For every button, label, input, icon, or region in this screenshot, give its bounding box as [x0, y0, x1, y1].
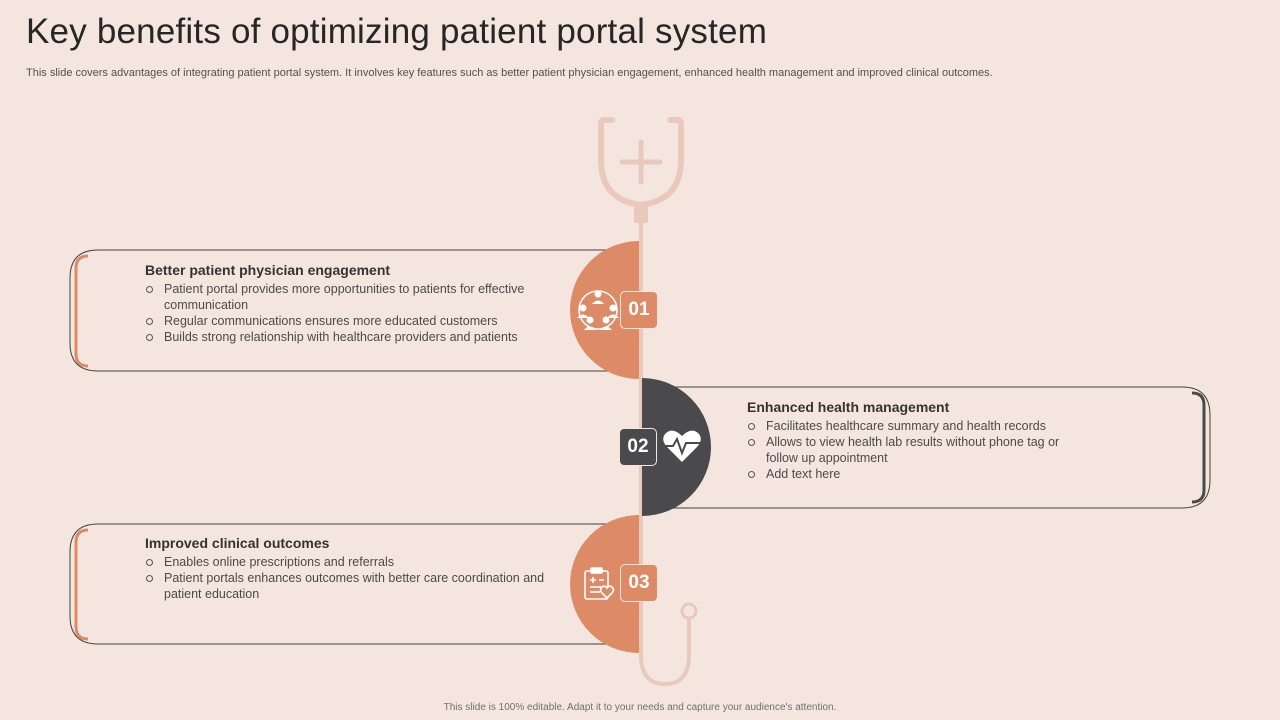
- heart-pulse-icon: [663, 430, 701, 462]
- slide-subtitle: This slide covers advantages of integrat…: [26, 67, 993, 79]
- benefit-3-title: Improved clinical outcomes: [145, 535, 330, 551]
- benefit-3-point-2: Patient portals enhances outcomes with b…: [145, 570, 565, 602]
- slide-title: Key benefits of optimizing patient porta…: [26, 12, 768, 51]
- card-2-outline: [667, 386, 1211, 509]
- half-circle-3: [570, 515, 639, 653]
- benefit-1-points: Patient portal provides more opportuniti…: [145, 281, 565, 345]
- benefit-3-point-1: Enables online prescriptions and referra…: [145, 554, 565, 570]
- benefit-2-point-3: Add text here: [747, 466, 1077, 482]
- benefit-1-number-badge: 01: [620, 291, 658, 329]
- benefit-card-2: Enhanced health management Facilitates h…: [747, 399, 1077, 482]
- benefit-2-points: Facilitates healthcare summary and healt…: [747, 418, 1077, 482]
- card-2-bracket: [1191, 391, 1206, 504]
- card-1-outline: [69, 249, 615, 372]
- benefit-1-point-2: Regular communications ensures more educ…: [145, 313, 565, 329]
- card-3-bracket: [74, 528, 89, 641]
- benefit-2-number-badge: 02: [619, 428, 657, 466]
- benefit-card-3: Improved clinical outcomes Enables onlin…: [145, 535, 565, 602]
- stethoscope-stem: [634, 203, 648, 223]
- benefit-3-number-badge: 03: [620, 564, 658, 602]
- stethoscope-tube-curve: [639, 617, 691, 687]
- half-circle-1: [570, 241, 639, 379]
- benefit-3-points: Enables online prescriptions and referra…: [145, 554, 565, 602]
- benefit-2-point-1: Facilitates healthcare summary and healt…: [747, 418, 1077, 434]
- clipboard-health-icon: [584, 567, 615, 600]
- people-network-icon: [577, 290, 619, 330]
- stethoscope-chestpiece: [680, 602, 698, 620]
- card-3-outline: [69, 523, 615, 645]
- card-1-bracket: [74, 254, 89, 368]
- stethoscope-icon: [598, 117, 684, 209]
- benefit-card-1: Better patient physician engagement Pati…: [145, 262, 565, 345]
- benefit-2-point-2: Allows to view health lab results withou…: [747, 434, 1077, 466]
- slide-footer: This slide is 100% editable. Adapt it to…: [443, 702, 837, 713]
- benefit-2-title: Enhanced health management: [747, 399, 950, 415]
- benefit-1-title: Better patient physician engagement: [145, 262, 391, 278]
- benefit-1-point-3: Builds strong relationship with healthca…: [145, 329, 565, 345]
- benefit-1-point-1: Patient portal provides more opportuniti…: [145, 281, 565, 313]
